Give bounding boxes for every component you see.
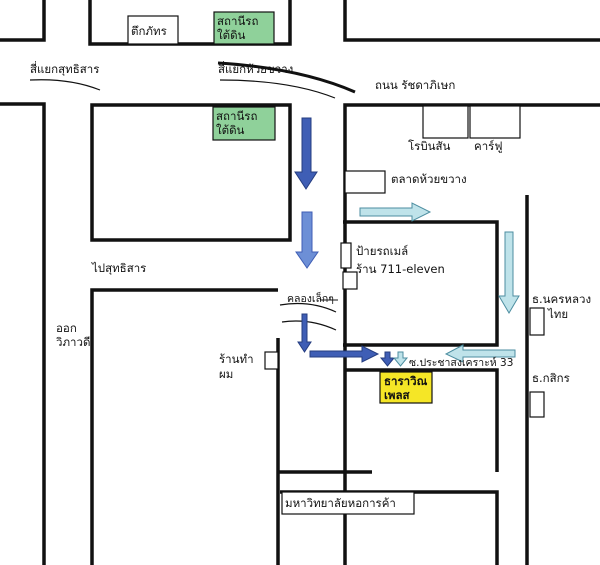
tharawin-box <box>379 371 433 404</box>
label-intersection-huai-khwang: สี่แยกห้วยขวาง <box>218 61 293 76</box>
label-tharawin-line2: เพลส <box>384 388 411 402</box>
seven-eleven-box <box>342 271 358 290</box>
label-bus-stop: ป้ายรถเมล์ <box>356 244 408 258</box>
arrows <box>294 117 520 367</box>
label-krung-thai-line1: ธ.นครหลวง <box>532 292 591 306</box>
block-left-column <box>0 102 46 565</box>
label-station-top-line2: ใต้ดิน <box>217 28 246 42</box>
label-university: มหาวิทยาลัยหอการค้า <box>285 496 396 510</box>
curve-huai-khwang-2 <box>219 79 336 99</box>
block-right-upper <box>343 103 600 565</box>
canal-curve-2 <box>281 320 337 331</box>
label-station-mid-line2: ใต้ดิน <box>216 123 245 137</box>
block-top-left-corner <box>0 0 46 42</box>
small-buildings <box>127 11 545 515</box>
right-arrow-icon <box>359 202 432 222</box>
label-station-top-line1: สถานีรถ <box>217 14 258 28</box>
kasikorn-box <box>529 391 545 418</box>
label-small-canal: คลองเล็กๆ <box>287 291 334 305</box>
left-arrow-icon <box>444 344 516 363</box>
label-barber-line1: ร้านทำ <box>219 352 254 366</box>
market-box <box>344 170 386 194</box>
down-arrow-icon <box>392 351 409 367</box>
label-soi-pracha: ซ.ประชาสงเคราะห์ 33 <box>409 356 513 369</box>
label-kasikorn: ธ.กสิกร <box>532 371 570 385</box>
label-carrefour: คาร์ฟู <box>474 139 502 153</box>
label-seven-eleven: ร้าน 711-eleven <box>356 262 445 276</box>
down-arrow-icon <box>294 117 318 190</box>
right-arrow-icon <box>309 345 380 363</box>
label-tuek-phat: ตึกภัทร <box>131 24 167 38</box>
bus-stop-box <box>340 242 352 269</box>
label-intersection-sutthisan: สี่แยกสุทธิสาร <box>30 61 99 76</box>
block-top-right <box>343 0 600 42</box>
carrefour-box <box>469 105 521 139</box>
canal-curve-1 <box>279 302 337 313</box>
label-exit-line1: ออก <box>56 321 77 335</box>
block-upper-middle <box>90 103 292 242</box>
down-arrow-icon <box>498 231 520 314</box>
down-arrow-icon <box>295 211 319 269</box>
label-road-ratchadaphisek: ถนน รัชดาภิเษก <box>375 78 455 92</box>
robinson-box <box>422 105 469 139</box>
label-barber-line2: ผม <box>219 367 233 381</box>
curve-huai-khwang-1 <box>217 61 356 94</box>
block-lower-middle <box>90 288 278 565</box>
label-exit-line2: วิภาวดี <box>55 335 90 349</box>
curved-road-lines <box>29 61 356 331</box>
down-arrow-icon <box>379 351 396 367</box>
label-market-huai-khwang: ตลาดห้วยขวาง <box>391 172 467 186</box>
barber-box <box>264 351 279 370</box>
block-top-middle <box>88 0 292 46</box>
tuek-phat-box <box>127 15 179 45</box>
station-top-box <box>213 11 275 45</box>
block-seven-eleven <box>343 220 499 347</box>
label-to-sutthisan: ไปสุทธิสาร <box>91 261 146 275</box>
map-labels: ตึกภัทร สถานีรถ ใต้ดิน สี่แยกสุทธิสาร สี… <box>30 14 591 510</box>
label-station-mid-line1: สถานีรถ <box>216 109 257 123</box>
curve-sutthisan <box>29 79 101 91</box>
university-box <box>281 491 415 515</box>
label-tharawin-line1: ธาราวิณ <box>384 374 428 388</box>
label-robinson: โรบินสัน <box>408 139 451 153</box>
krung-thai-box <box>529 307 545 336</box>
down-arrow-icon <box>297 313 312 353</box>
label-krung-thai-line2: ไทย <box>547 307 568 321</box>
station-mid-box <box>212 106 276 141</box>
block-tharawin <box>345 368 499 472</box>
